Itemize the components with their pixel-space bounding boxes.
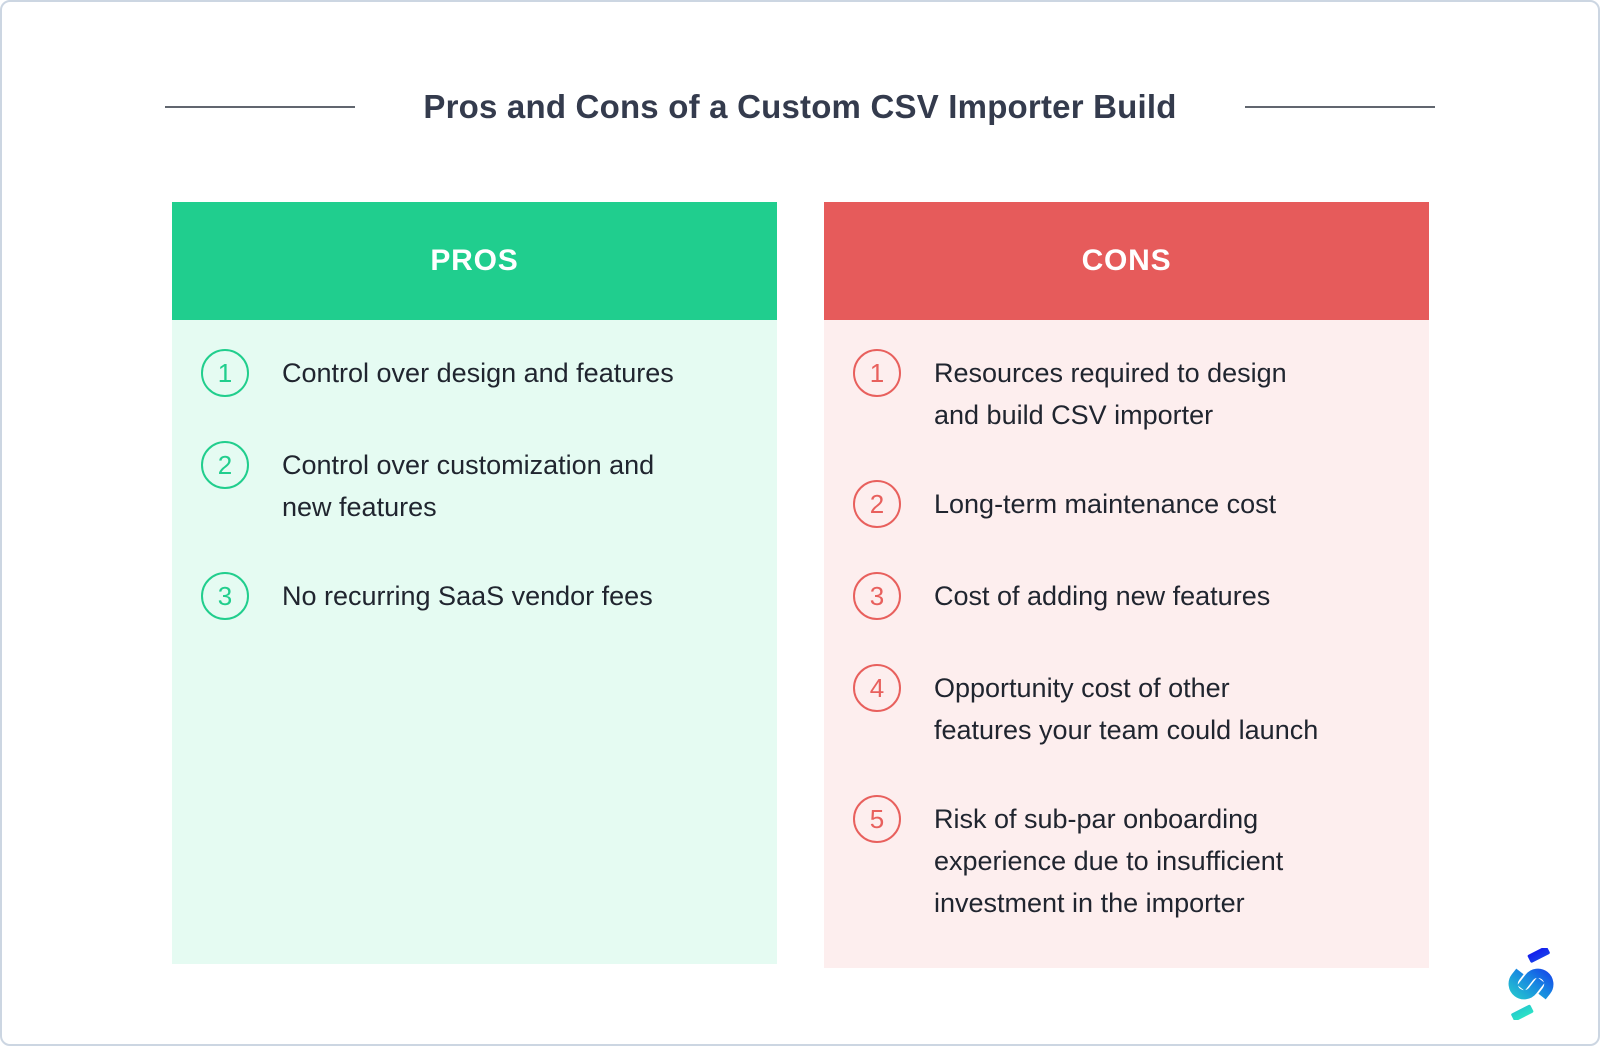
- item-number-badge: 5: [853, 795, 901, 843]
- cons-header: CONS: [824, 202, 1429, 320]
- item-number-badge: 3: [853, 572, 901, 620]
- item-number-badge: 2: [201, 441, 249, 489]
- cons-column: CONS 1 Resources required to design and …: [824, 202, 1429, 968]
- item-text: Risk of sub-par onboarding experience du…: [934, 804, 1284, 918]
- item-text: Long-term maintenance cost: [934, 489, 1277, 519]
- pros-list: 1 Control over design and features 2 Con…: [172, 320, 777, 964]
- page-title: Pros and Cons of a Custom CSV Importer B…: [423, 88, 1177, 125]
- comparison-columns: PROS 1 Control over design and features …: [172, 202, 1429, 968]
- list-item: 1 Control over design and features: [201, 349, 741, 397]
- brand-logo: [1502, 946, 1560, 1022]
- item-text: Control over design and features: [282, 358, 674, 388]
- list-item: 5 Risk of sub-par onboarding experience …: [853, 795, 1393, 924]
- s-gradient-logo-icon: [1508, 946, 1554, 1022]
- list-item: 2 Long-term maintenance cost: [853, 480, 1393, 528]
- list-item: 2 Control over customization and new fea…: [201, 441, 741, 528]
- item-number-badge: 3: [201, 572, 249, 620]
- list-item: 4 Opportunity cost of other features you…: [853, 664, 1393, 751]
- item-text: Resources required to design and build C…: [934, 358, 1287, 430]
- pros-header: PROS: [172, 202, 777, 320]
- title-rule-right: [1244, 106, 1435, 108]
- pros-column: PROS 1 Control over design and features …: [172, 202, 777, 964]
- item-text: Opportunity cost of other features your …: [934, 673, 1319, 745]
- list-item: 3 No recurring SaaS vendor fees: [201, 572, 741, 620]
- item-text: Control over customization and new featu…: [282, 450, 655, 522]
- item-text: No recurring SaaS vendor fees: [282, 581, 653, 611]
- item-number-badge: 2: [853, 480, 901, 528]
- list-item: 3 Cost of adding new features: [853, 572, 1393, 620]
- title-row: Pros and Cons of a Custom CSV Importer B…: [2, 88, 1598, 126]
- item-number-badge: 1: [201, 349, 249, 397]
- list-item: 1 Resources required to design and build…: [853, 349, 1393, 436]
- item-number-badge: 4: [853, 664, 901, 712]
- title-rule-left: [165, 106, 356, 108]
- cons-list: 1 Resources required to design and build…: [824, 320, 1429, 968]
- item-text: Cost of adding new features: [934, 581, 1271, 611]
- item-number-badge: 1: [853, 349, 901, 397]
